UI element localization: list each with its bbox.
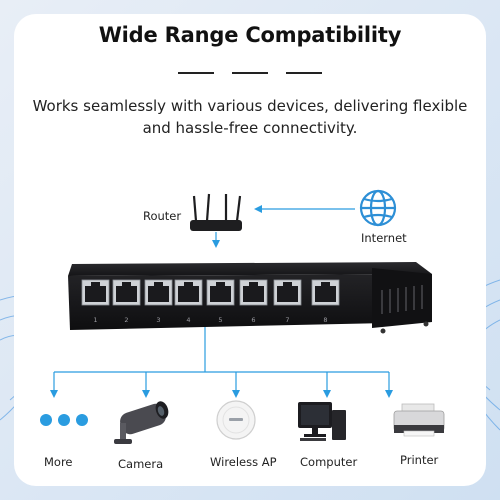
router-label: Router: [143, 209, 182, 223]
computer-icon: [298, 402, 346, 441]
subtitle-line-2: and hassle-free connectivity.: [142, 119, 358, 137]
security-camera-icon: [114, 401, 169, 444]
port-number-label: 1: [93, 316, 97, 324]
internet-label: Internet: [361, 231, 407, 245]
port-numbers: 1 2 3 4 5 6 7 8: [93, 316, 327, 324]
port-number-label: 4: [186, 316, 190, 324]
device-label-camera: Camera: [118, 457, 164, 471]
port-number-label: 8: [323, 316, 327, 324]
more-dots-icon: [40, 414, 88, 426]
wireless-ap-icon: [216, 400, 256, 440]
ethernet-port: [273, 279, 302, 306]
ethernet-port: [174, 279, 203, 306]
screw: [380, 328, 386, 334]
router-icon: [190, 193, 242, 231]
device-label-more: More: [44, 455, 73, 469]
globe-icon: [359, 189, 397, 227]
port-number-label: 2: [124, 316, 128, 324]
page-subtitle: Works seamlessly with various devices, d…: [18, 95, 482, 139]
port-number-label: 5: [218, 316, 222, 324]
ethernet-port: [239, 279, 268, 306]
screw: [423, 321, 429, 327]
ethernet-port: [81, 279, 110, 306]
title-divider-dash: [232, 72, 268, 74]
ethernet-ports: [81, 279, 340, 306]
ethernet-port: [206, 279, 235, 306]
network-switch: 1 2 3 4 5 6 7 8: [68, 262, 432, 334]
device-label-printer: Printer: [400, 453, 439, 467]
port-number-label: 7: [285, 316, 289, 324]
ethernet-port: [144, 279, 173, 306]
subtitle-line-1: Works seamlessly with various devices, d…: [32, 97, 468, 115]
device-label-wireless-ap: Wireless AP: [210, 455, 277, 469]
printer-icon: [393, 403, 445, 437]
page-title: Wide Range Compatibility: [98, 23, 402, 47]
vent-slots: [381, 285, 423, 314]
ethernet-port: [311, 279, 340, 306]
port-number-label: 6: [251, 316, 255, 324]
port-number-label: 3: [156, 316, 160, 324]
ethernet-port: [112, 279, 141, 306]
title-divider-dash: [286, 72, 322, 74]
device-label-computer: Computer: [300, 455, 358, 469]
title-divider-dash: [178, 72, 214, 74]
